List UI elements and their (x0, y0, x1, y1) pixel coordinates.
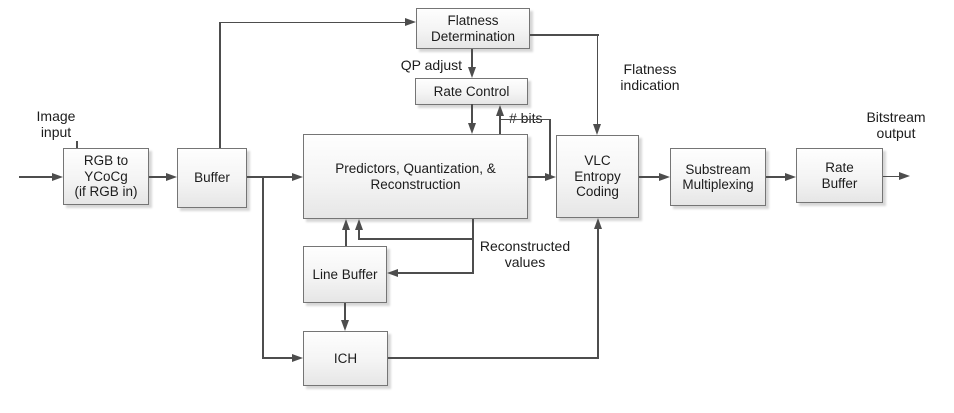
edge-buffer-to-ich-vertical (262, 176, 264, 359)
edge-vlc-to-substream (639, 176, 659, 178)
arrowhead-into-vlc-top (593, 124, 602, 135)
edge-numbits-vertical (499, 115, 501, 134)
arrowhead-into-ratecontrol (467, 67, 476, 78)
edge-buffer-to-ich-horizontal (262, 357, 293, 359)
edge-ratecontrol-to-predictors (471, 104, 473, 123)
node-buffer: Buffer (177, 148, 247, 208)
edge-bitstream-output (883, 175, 899, 177)
arrowhead-into-predictors (292, 172, 303, 181)
arrowhead-ratecontrol-into-predictors (467, 123, 476, 134)
arrowhead-into-flatness (405, 18, 416, 26)
edge-numbits-tap-vertical (549, 118, 551, 177)
node-ich: ICH (303, 331, 388, 386)
edge-reconstructed-up-branch (358, 229, 360, 239)
edge-rgb-to-buffer (149, 176, 166, 178)
edge-linebuffer-to-ich (344, 303, 346, 321)
edge-buffer-to-predictors (247, 176, 292, 178)
node-rate-control: Rate Control (415, 78, 528, 105)
label-bitstream-output: Bitstream output (866, 109, 926, 142)
edge-flatness-indication-vertical (596, 34, 599, 125)
node-rgb-to-ycocg: RGB to YCoCg (if RGB in) (63, 148, 149, 205)
edge-ich-to-vlc-vertical (597, 229, 599, 359)
label-image-input: Image input (36, 108, 76, 141)
edge-reconstructed-vertical-main (472, 219, 474, 274)
label-qp-adjust: QP adjust (400, 57, 462, 73)
node-substream-multiplexing: Substream Multiplexing (670, 148, 766, 206)
edge-flatness-indication-horizontal (530, 34, 599, 36)
edge-linebuffer-to-predictors (345, 229, 347, 246)
node-line-buffer: Line Buffer (303, 246, 387, 303)
edge-numbits-horizontal (499, 118, 551, 121)
edge-reconstructed-horizontal-lower (398, 272, 473, 274)
edge-reconstructed-horizontal-upper (358, 238, 474, 240)
arrowhead-into-ich-top (340, 320, 349, 331)
edge-image-input (19, 176, 52, 178)
edge-buffer-to-flatness-horizontal (219, 21, 406, 23)
arrowhead-linebuffer-into-predictors (341, 219, 350, 230)
edge-buffer-to-flatness-vertical (219, 21, 221, 148)
node-flatness-determination: Flatness Determination (416, 8, 530, 49)
arrowhead-into-buffer (166, 172, 177, 181)
label-image-input-leader-tick (76, 141, 78, 148)
arrowhead-into-ich-left (292, 353, 303, 362)
label-num-bits: # bits (509, 110, 569, 126)
node-vlc-entropy-coding: VLC Entropy Coding (556, 135, 639, 218)
edge-substream-to-ratebuffer (766, 176, 785, 178)
node-rate-buffer: Rate Buffer (796, 148, 883, 203)
arrowhead-into-rgb (52, 172, 63, 181)
arrowhead-reconstructed-into-predictors (354, 219, 363, 230)
arrowhead-into-ratecontrol-bottom (495, 105, 504, 116)
arrowhead-into-vlc-bottom (593, 218, 602, 229)
edge-ich-to-vlc-horizontal (388, 357, 599, 359)
arrowhead-into-linebuffer (387, 268, 398, 277)
edge-predictors-to-vlc (528, 176, 545, 178)
arrowhead-into-ratebuffer (785, 172, 796, 181)
edge-flatness-to-ratecontrol (471, 49, 473, 67)
arrowhead-bitstream-output (899, 172, 910, 180)
node-predictors-quantization-reconstruction: Predictors, Quantization, & Reconstructi… (303, 134, 528, 219)
label-reconstructed-values: Reconstructed values (479, 238, 571, 271)
arrowhead-into-substream (659, 172, 670, 181)
arrowhead-into-vlc-left (545, 172, 556, 181)
label-flatness-indication: Flatness indication (620, 61, 680, 94)
